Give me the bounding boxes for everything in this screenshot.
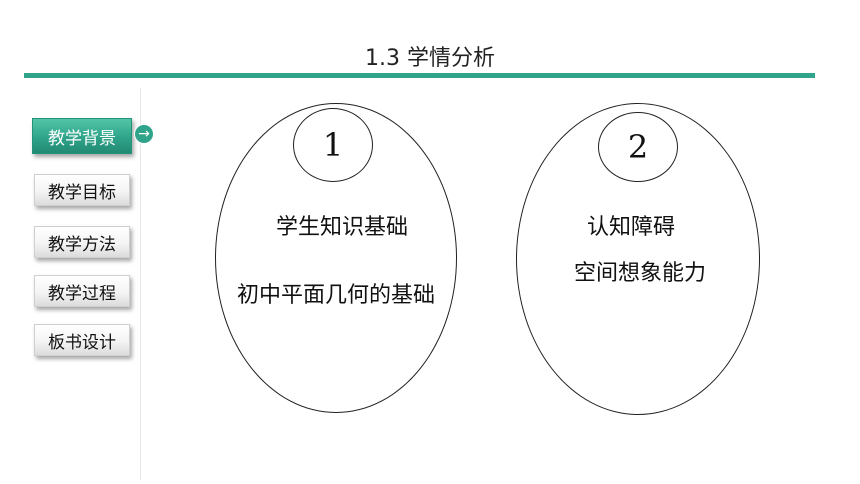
page-title: 1.3 学情分析	[365, 46, 495, 71]
card-number-badge: 2	[598, 112, 678, 182]
nav-item-label: 教学背景	[48, 128, 116, 149]
nav-item-label: 教学目标	[48, 182, 116, 203]
nav-item-label: 教学方法	[48, 234, 116, 255]
card-body: 初中平面几何的基础	[236, 283, 435, 308]
nav-item-background[interactable]: 教学背景	[32, 118, 132, 154]
nav-item-label: 板书设计	[48, 332, 116, 353]
circle-arrow-right-icon: →	[134, 124, 154, 144]
nav-item-methods[interactable]: 教学方法	[34, 226, 130, 258]
nav-item-board-design[interactable]: 板书设计	[34, 324, 130, 356]
nav-item-label: 教学过程	[48, 283, 116, 304]
card-heading: 认知障碍	[586, 215, 675, 240]
card-oval	[516, 103, 760, 415]
card-heading: 学生知识基础	[275, 215, 408, 240]
nav-item-process[interactable]: 教学过程	[34, 275, 130, 307]
sidebar-divider	[140, 88, 141, 480]
title-underline	[24, 73, 815, 78]
nav-item-objectives[interactable]: 教学目标	[34, 174, 130, 206]
card-oval	[215, 103, 457, 413]
card-number-badge: 1	[293, 108, 373, 182]
card-body: 空间想象能力	[573, 261, 706, 286]
